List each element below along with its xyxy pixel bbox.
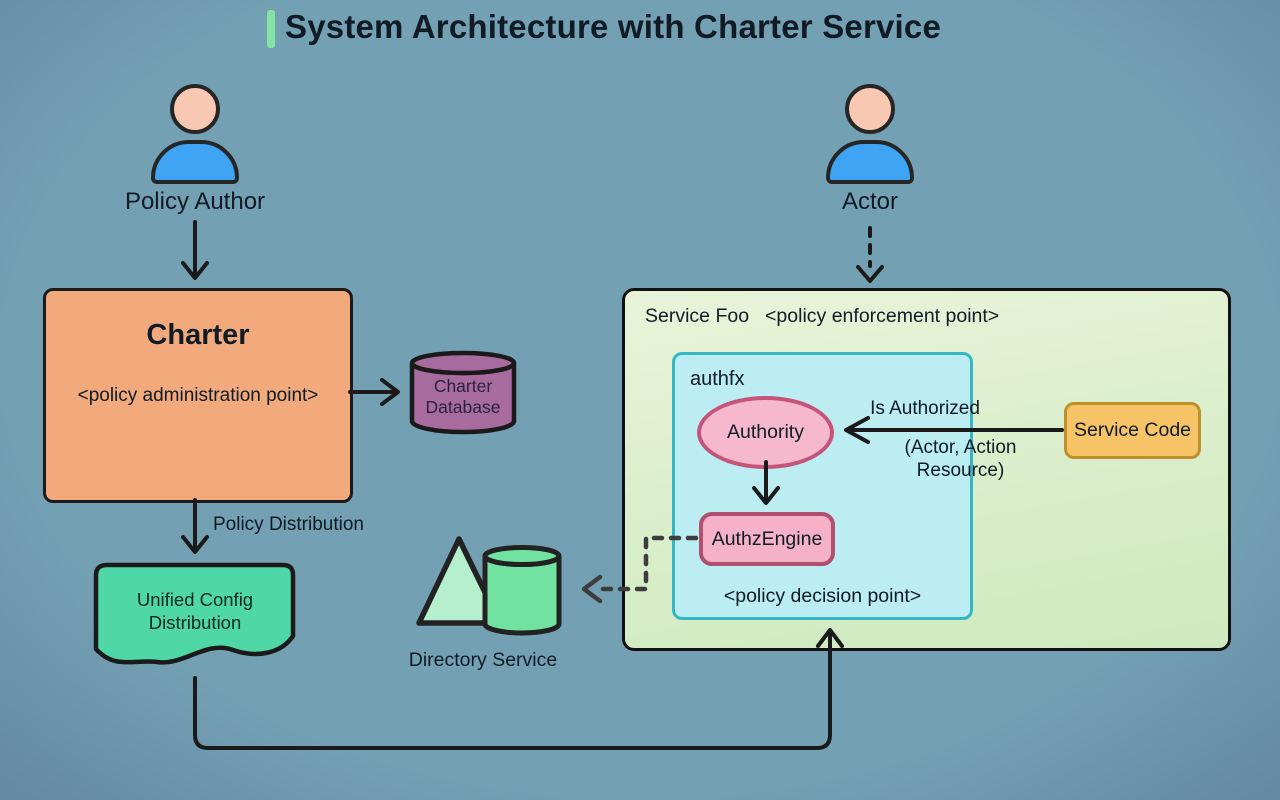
arrow-charter-to-unified-config <box>181 498 209 554</box>
database-cylinder-icon <box>409 350 517 435</box>
cylinder-icon <box>482 545 562 636</box>
authfx-label: authfx <box>690 368 745 390</box>
service-code-label: Service Code <box>1073 419 1192 441</box>
policy-decision-point-label: <policy decision point> <box>723 585 922 607</box>
triangle-icon <box>416 536 503 626</box>
policy-author-icon <box>151 84 239 188</box>
unified-config-label: Unified Config Distribution <box>136 589 254 633</box>
directory-service-node <box>414 532 564 637</box>
actor-label: Actor <box>841 188 898 215</box>
authz-engine-label: AuthzEngine <box>711 527 823 550</box>
person-head-icon <box>845 84 895 134</box>
charter-node: Charter <policy administration point> <box>43 288 353 503</box>
service-foo-name: Service Foo <box>645 305 750 327</box>
person-body-icon <box>826 140 914 184</box>
policy-author-label: Policy Author <box>124 188 266 215</box>
page-title: System Architecture with Charter Service <box>285 8 942 45</box>
arrow-actor-to-service-foo <box>856 226 884 283</box>
charter-database-node: Charter Database <box>407 349 519 437</box>
service-code-node: Service Code <box>1064 402 1201 459</box>
is-authorized-label: Is Authorized <box>870 398 980 419</box>
person-body-icon <box>151 140 239 184</box>
person-head-icon <box>170 84 220 134</box>
authfx-node <box>672 352 973 620</box>
arrow-charter-to-database <box>348 378 400 406</box>
charter-title: Charter <box>146 319 250 351</box>
is-authorized-args-label: (Actor, Action Resource) <box>904 437 1017 481</box>
charter-subtitle: <policy administration point> <box>77 385 319 406</box>
arrow-policy-author-to-charter <box>181 220 209 280</box>
service-foo-label: Service Foo <policy enforcement point> <box>645 305 999 328</box>
charter-database-label: Charter Database <box>425 376 501 417</box>
authz-engine-node: AuthzEngine <box>699 512 835 566</box>
authority-node: Authority <box>697 396 834 469</box>
service-foo-annotation: <policy enforcement point> <box>765 305 1000 327</box>
directory-service-label: Directory Service <box>408 649 558 671</box>
authority-label: Authority <box>727 421 804 443</box>
title-accent-bar <box>267 10 275 48</box>
unified-config-node: Unified Config Distribution <box>93 562 297 678</box>
policy-distribution-label: Policy Distribution <box>213 514 364 535</box>
actor-icon <box>826 84 914 188</box>
